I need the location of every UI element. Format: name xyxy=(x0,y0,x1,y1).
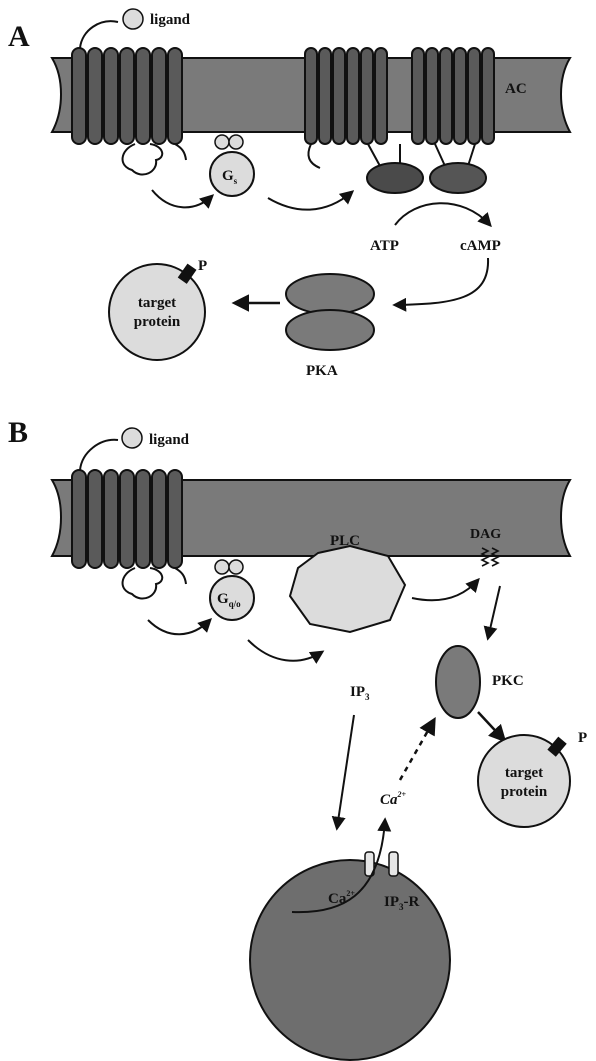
ac-label: AC xyxy=(505,81,527,97)
target-protein-a xyxy=(108,263,206,361)
phosphate-tag-a xyxy=(177,263,197,284)
adenylyl-cyclase-tm1 xyxy=(304,47,388,145)
pkc-label: PKC xyxy=(492,673,524,689)
receptor-c-terminus-b xyxy=(121,567,187,600)
ip3r-label: IP3-R xyxy=(384,894,419,912)
ligand-label-a: ligand xyxy=(150,12,191,28)
arrow-ca-release xyxy=(291,817,392,914)
panel-b-letter: B xyxy=(8,416,28,449)
ligand-a xyxy=(122,8,144,30)
arrow-dag-to-pkc xyxy=(483,585,501,641)
g-protein-gq: Gq/o xyxy=(209,559,255,621)
plc-enzyme xyxy=(288,544,407,634)
arrow-plc-to-dag xyxy=(411,577,480,602)
ac-linker xyxy=(307,143,321,169)
target-label-a-line1: target xyxy=(138,295,176,311)
plc-label: PLC xyxy=(330,533,360,549)
ac-connector-2 xyxy=(434,143,476,167)
ca-upper-label: Ca2+ xyxy=(380,790,407,808)
arrow-camp-to-pka xyxy=(392,257,490,312)
gpcr-receptor-a xyxy=(71,47,183,145)
target-protein-b xyxy=(477,734,571,828)
dag-lipid-icon xyxy=(480,547,500,567)
arrow-gq-to-plc xyxy=(247,639,325,664)
pka-catalytic-subunit xyxy=(285,309,375,351)
gs-label: Gs xyxy=(222,168,238,186)
dag-label: DAG xyxy=(470,527,501,542)
ac-catalytic-domain-2 xyxy=(429,162,487,194)
camp-label: cAMP xyxy=(460,238,501,254)
phospho-label-b: P xyxy=(578,730,587,746)
receptor-n-terminus-b xyxy=(79,438,119,471)
receptor-n-terminus-a xyxy=(79,20,119,49)
arrow-receptor-to-gs xyxy=(151,189,215,209)
target-label-b-line1: target xyxy=(505,765,543,781)
ip3-label: IP3 xyxy=(350,684,370,702)
target-label-a-line2: protein xyxy=(134,314,181,330)
er-calcium-store xyxy=(249,859,451,1061)
adenylyl-cyclase-tm2 xyxy=(411,47,495,145)
phospho-label-a: P xyxy=(198,258,207,274)
receptor-c-terminus-a xyxy=(121,143,187,176)
ca-inner-label: Ca2+ xyxy=(328,889,355,907)
pkc-enzyme xyxy=(435,645,481,719)
atp-label: ATP xyxy=(370,238,399,254)
phosphate-tag-b xyxy=(547,736,567,757)
gpcr-receptor-b xyxy=(71,469,183,569)
g-protein-gs: Gs xyxy=(209,134,255,197)
arrow-gs-to-ac xyxy=(267,190,355,211)
pka-regulatory-subunit xyxy=(285,273,375,315)
pka-label: PKA xyxy=(306,363,338,379)
arrow-ca-to-pkc xyxy=(398,716,436,781)
ac-catalytic-domain-1 xyxy=(366,162,424,194)
arrow-pkc-to-target xyxy=(477,711,507,743)
ligand-b xyxy=(121,427,143,449)
panel-a: A ligand xyxy=(8,8,572,379)
ligand-label-b: ligand xyxy=(149,432,190,448)
arrow-atp-to-camp xyxy=(394,202,492,228)
target-label-b-line2: protein xyxy=(501,784,548,800)
arrow-ip3-to-store xyxy=(331,714,355,831)
gq-label: Gq/o xyxy=(217,591,241,609)
panel-a-letter: A xyxy=(8,20,30,53)
ip3-receptor-channel xyxy=(364,851,399,877)
panel-b: B ligand Gq/o PLC DAG xyxy=(8,416,587,1061)
arrow-receptor-to-gq xyxy=(147,618,212,636)
